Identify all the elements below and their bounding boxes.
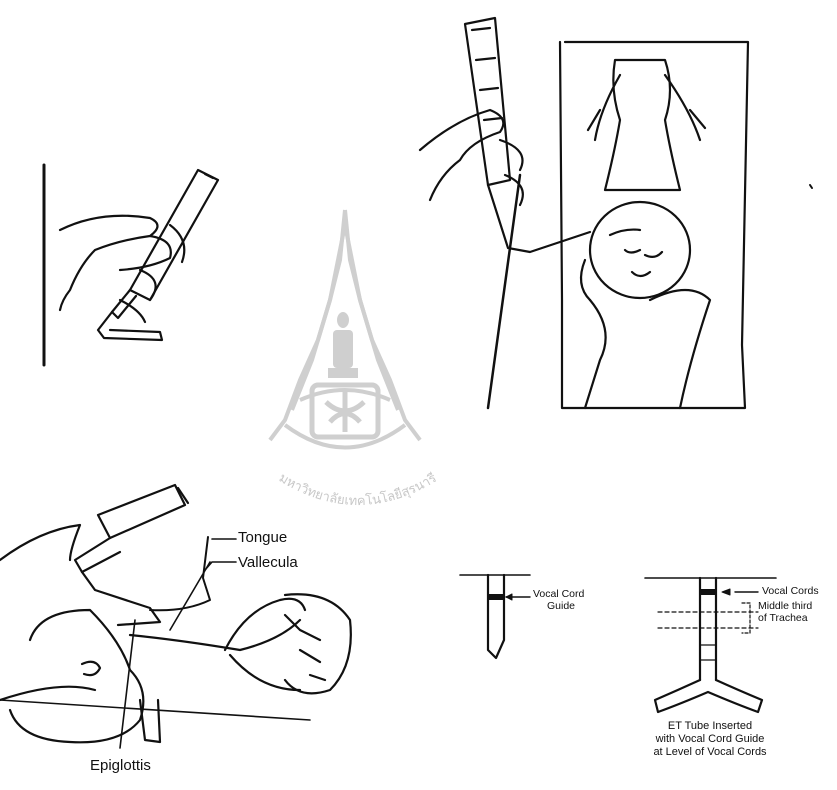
middle-third-label: Middle third of Trachea (758, 600, 812, 624)
vocal-cords-label: Vocal Cords (762, 585, 819, 597)
et-tube-diagram (460, 575, 776, 712)
vocal-cord-guide-label: Vocal Cord Guide (533, 588, 584, 612)
airway-cross-section (0, 485, 351, 748)
infant-icon (420, 18, 812, 408)
epiglottis-label: Epiglottis (90, 757, 151, 774)
vallecula-label: Vallecula (238, 554, 298, 571)
et-tube-caption: ET Tube Inserted with Vocal Cord Guide a… (630, 720, 790, 759)
tongue-label: Tongue (238, 529, 287, 546)
label-leaders (205, 539, 236, 570)
laryngoscope-icon (44, 165, 218, 365)
